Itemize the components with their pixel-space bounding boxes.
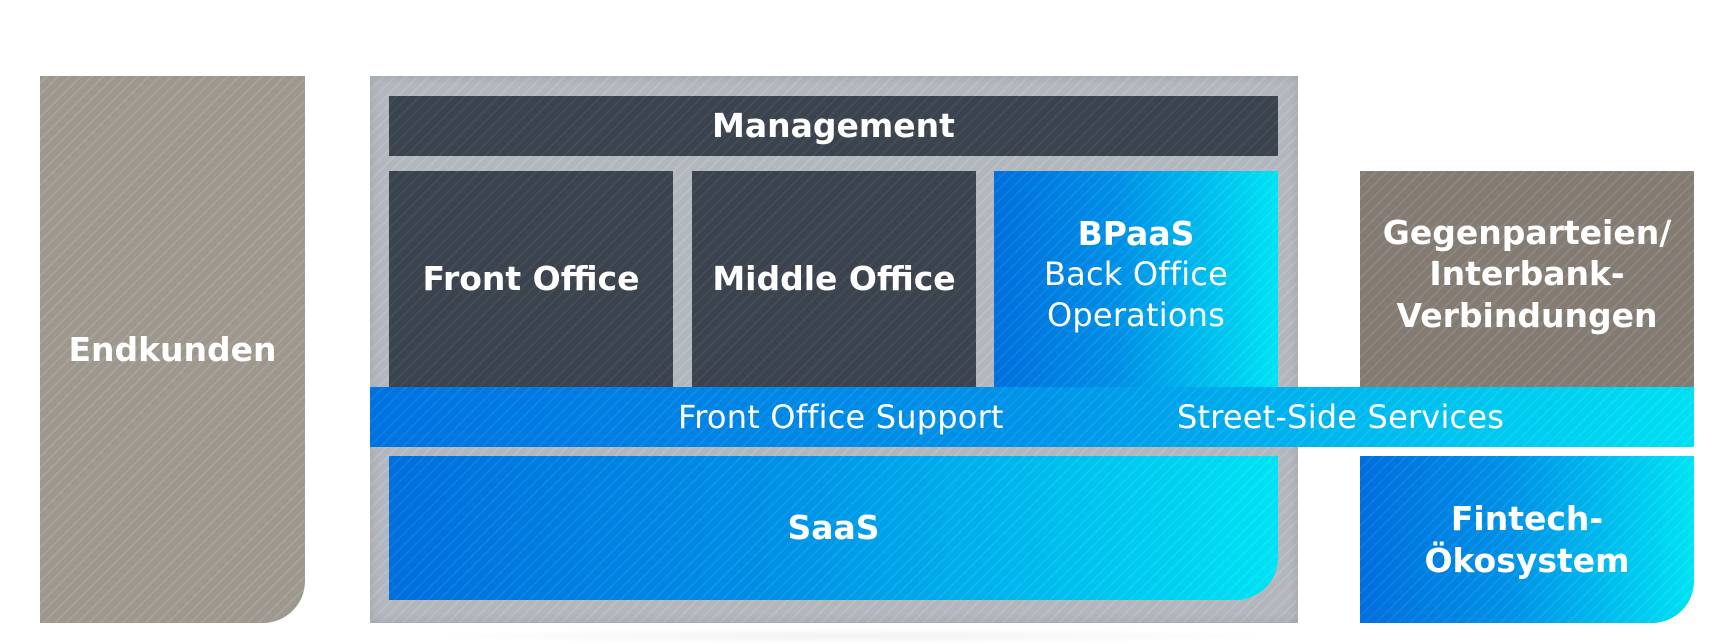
fintech-line-1: Fintech-	[1450, 499, 1604, 539]
management-block: Management	[389, 96, 1278, 156]
front-office-support-label: Front Office Support	[678, 398, 1004, 436]
endkunden-label: Endkunden	[68, 329, 277, 369]
front-office-block: Front Office	[389, 171, 673, 387]
middle-office-block: Middle Office	[692, 171, 976, 387]
counterparties-block: Gegenparteien/ Interbank- Verbindungen	[1360, 171, 1694, 387]
counterparties-line-1: Gegenparteien/	[1382, 213, 1672, 253]
saas-block: SaaS	[389, 456, 1278, 600]
management-label: Management	[712, 106, 955, 146]
endkunden-block: Endkunden	[40, 76, 305, 623]
counterparties-line-2: Interbank-	[1429, 254, 1625, 294]
bpaas-line-1: Back Office	[1044, 255, 1228, 293]
street-side-services-label: Street-Side Services	[1177, 398, 1505, 436]
middle-office-label: Middle Office	[712, 259, 956, 299]
fintech-block: Fintech- Ökosystem	[1360, 456, 1694, 623]
bpaas-line-2: Operations	[1047, 295, 1225, 334]
fintech-line-2: Ökosystem	[1424, 540, 1630, 580]
front-office-label: Front Office	[422, 259, 640, 299]
frame-shadow	[420, 628, 1280, 644]
counterparties-line-3: Verbindungen	[1396, 295, 1658, 335]
bpaas-title: BPaaS	[1077, 213, 1195, 253]
bpaas-block: BPaaS Back Office Operations	[994, 171, 1278, 387]
support-band: Front Office Support Street-Side Service…	[370, 387, 1694, 447]
saas-label: SaaS	[787, 508, 880, 548]
